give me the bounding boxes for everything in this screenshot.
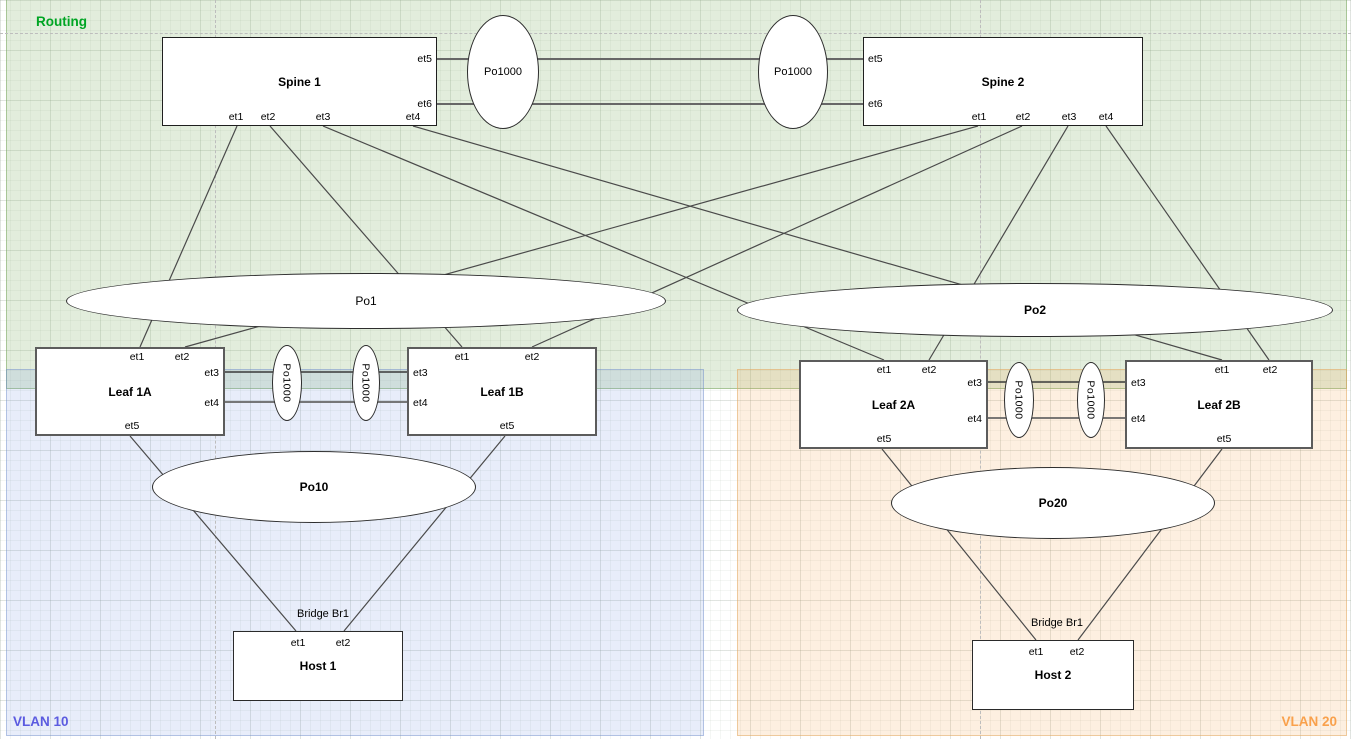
- spine1-port-et2: et2: [260, 111, 276, 123]
- host1-port-et2: et2: [335, 637, 351, 649]
- leaf1-peer-po1000-left-ellipse[interactable]: Po1000: [272, 345, 302, 421]
- leaf1b-node[interactable]: Leaf 1B et1 et2 et3 et4 et5: [407, 347, 597, 436]
- host2-node[interactable]: Host 2 et1 et2: [972, 640, 1134, 710]
- leaf2b-title: Leaf 2B: [1197, 397, 1241, 412]
- leaf1a-port-et2: et2: [174, 351, 190, 363]
- leaf2a-title: Leaf 2A: [871, 397, 916, 412]
- po1-label: Po1: [355, 294, 377, 308]
- leaf1b-port-et4: et4: [413, 397, 428, 409]
- leaf1b-title: Leaf 1B: [480, 384, 524, 399]
- leaf1a-port-et1: et1: [129, 351, 145, 363]
- leaf2-peer-po1000-left-ellipse[interactable]: Po1000: [1004, 362, 1034, 438]
- leaf1a-port-et5: et5: [124, 420, 140, 432]
- leaf2a-node[interactable]: Leaf 2A et1 et2 et3 et4 et5: [799, 360, 988, 449]
- spine-peer-po1000-left-ellipse[interactable]: Po1000: [467, 15, 539, 129]
- spine-peer-po1000-right-label: Po1000: [774, 66, 812, 78]
- vlan10-region-label: VLAN 10: [13, 714, 69, 729]
- po2-ellipse[interactable]: Po2: [737, 283, 1333, 337]
- leaf2b-port-et2: et2: [1262, 364, 1278, 376]
- leaf1b-port-et5: et5: [499, 420, 515, 432]
- leaf1a-port-et4: et4: [204, 397, 219, 409]
- po10-label: Po10: [299, 480, 329, 494]
- spine1-port-et6: et6: [417, 98, 432, 110]
- po2-label: Po2: [1023, 303, 1046, 317]
- po20-label: Po20: [1038, 496, 1068, 510]
- vlan20-region-label: VLAN 20: [1281, 714, 1337, 729]
- leaf2b-port-et5: et5: [1216, 433, 1232, 445]
- leaf2-peer-po1000-right-ellipse[interactable]: Po1000: [1077, 362, 1105, 438]
- spine1-port-et5: et5: [417, 53, 432, 65]
- leaf1-peer-po1000-right-label: Po1000: [360, 363, 373, 403]
- page-boundary-horizontal-1: [0, 33, 1351, 34]
- spine1-title: Spine 1: [278, 74, 321, 89]
- link-leaf1b-et5-host1-et2: [343, 435, 506, 632]
- host1-node[interactable]: Host 1 et1 et2: [233, 631, 403, 701]
- po1-ellipse[interactable]: Po1: [66, 273, 666, 329]
- host1-title: Host 1: [299, 659, 337, 673]
- spine1-port-et4: et4: [405, 111, 421, 123]
- spine2-port-et2: et2: [1015, 111, 1031, 123]
- leaf1b-port-et3: et3: [413, 367, 428, 379]
- leaf2-peer-po1000-left-label: Po1000: [1013, 380, 1026, 420]
- po20-ellipse[interactable]: Po20: [891, 467, 1215, 539]
- spine1-port-et3: et3: [315, 111, 331, 123]
- spine1-node[interactable]: Spine 1 et1 et2 et3 et4 et5 et6: [162, 37, 437, 126]
- spine2-port-et4: et4: [1098, 111, 1114, 123]
- host2-port-et2: et2: [1069, 646, 1085, 658]
- leaf1a-port-et3: et3: [204, 367, 219, 379]
- leaf2a-port-et1: et1: [876, 364, 892, 376]
- link-leaf2a-et5-host2-et1: [881, 448, 1037, 641]
- leaf2a-port-et4: et4: [967, 413, 982, 425]
- leaf1-peer-po1000-right-ellipse[interactable]: Po1000: [352, 345, 380, 421]
- leaf1a-title: Leaf 1A: [108, 384, 152, 399]
- leaf2a-port-et3: et3: [967, 377, 982, 389]
- spine1-port-et1: et1: [228, 111, 244, 123]
- leaf2b-port-et1: et1: [1214, 364, 1230, 376]
- spine-peer-po1000-right-ellipse[interactable]: Po1000: [758, 15, 828, 129]
- po10-ellipse[interactable]: Po10: [152, 451, 476, 523]
- host2-port-et1: et1: [1028, 646, 1044, 658]
- host1-port-et1: et1: [290, 637, 306, 649]
- spine2-port-et1: et1: [971, 111, 987, 123]
- leaf2b-node[interactable]: Leaf 2B et1 et2 et3 et4 et5: [1125, 360, 1313, 449]
- routing-region-label: Routing: [36, 14, 87, 29]
- leaf1-peer-po1000-left-label: Po1000: [281, 363, 294, 403]
- leaf1b-port-et2: et2: [524, 351, 540, 363]
- host2-bridge-label: Bridge Br1: [1031, 617, 1083, 629]
- spine2-port-et5: et5: [868, 53, 883, 65]
- host1-bridge-label: Bridge Br1: [297, 608, 349, 620]
- spine2-title: Spine 2: [981, 74, 1025, 89]
- leaf1a-node[interactable]: Leaf 1A et1 et2 et3 et4 et5: [35, 347, 225, 436]
- leaf2b-port-et3: et3: [1131, 377, 1146, 389]
- leaf1b-port-et1: et1: [454, 351, 470, 363]
- spine2-port-et6: et6: [868, 98, 883, 110]
- spine2-node[interactable]: Spine 2 et1 et2 et3 et4 et5 et6: [863, 37, 1143, 126]
- link-leaf2b-et5-host2-et2: [1077, 448, 1223, 641]
- leaf2a-port-et5: et5: [876, 433, 892, 445]
- leaf2a-port-et2: et2: [921, 364, 937, 376]
- spine-peer-po1000-left-label: Po1000: [484, 66, 522, 78]
- leaf2-peer-po1000-right-label: Po1000: [1085, 380, 1098, 420]
- link-leaf1a-et5-host1-et1: [129, 435, 297, 632]
- host2-title: Host 2: [1034, 668, 1072, 682]
- leaf2b-port-et4: et4: [1131, 413, 1146, 425]
- spine2-port-et3: et3: [1061, 111, 1077, 123]
